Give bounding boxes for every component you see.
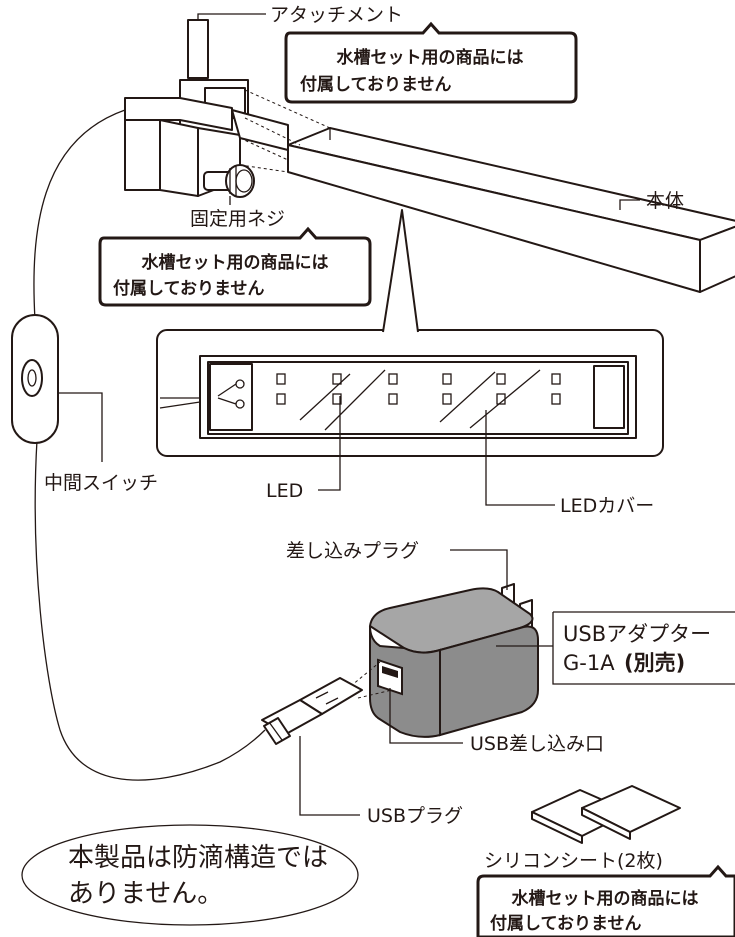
note-3-line1: 水槽セット用の商品には [512, 888, 699, 909]
note-bubble-2 [98, 226, 372, 307]
label-usb-port: USB差し込み口 [470, 733, 604, 755]
leader-lines [58, 13, 640, 816]
adapter-front-face [369, 625, 441, 738]
note-box-silicone: 水槽セット用の商品には 付属しておりません [476, 864, 735, 937]
attachment-top-tab [187, 19, 209, 79]
led-connector [209, 363, 253, 431]
switch-button [21, 359, 43, 397]
note-box-attachment: 水槽セット用の商品には 付属しておりません [284, 21, 578, 104]
led-detail-callout [156, 209, 664, 457]
silicone-sheet-2-edge [581, 807, 631, 840]
label-adapter-model: G-1A [563, 651, 615, 675]
label-plug-prongs: 差し込みプラグ [286, 540, 419, 562]
label-fixing-screw: 固定用ネジ [190, 208, 285, 230]
note-2-line1: 水槽セット用の商品には [142, 252, 329, 273]
note-bubble-1 [284, 21, 578, 104]
note-box-screw: 水槽セット用の商品には 付属しておりません [98, 226, 372, 307]
note-1-line1: 水槽セット用の商品には [337, 47, 524, 68]
label-usb-plug: USBプラグ [367, 805, 463, 827]
power-cord [33, 109, 266, 781]
label-attachment: アタッチメント [270, 4, 403, 26]
attachment-mid [159, 119, 199, 197]
waterproof-notice: 本製品は防滴構造では ありません。 [21, 824, 359, 926]
usb-adapter [368, 583, 539, 738]
label-middle-switch: 中間スイッチ [44, 472, 158, 494]
label-body: 本体 [646, 190, 684, 212]
notice-oval [21, 824, 359, 926]
screw-knob [225, 164, 255, 198]
usb-plug [261, 661, 393, 745]
note-2-line2: 付属しておりません [113, 278, 264, 299]
led-end-block [593, 365, 625, 429]
middle-switch [11, 314, 59, 444]
lamp-body [287, 127, 735, 293]
led-board-inner [207, 361, 629, 435]
fixing-screw [203, 164, 255, 198]
attachment [124, 19, 331, 197]
silicone-sheets [531, 785, 681, 844]
attachment-left-leg [124, 119, 161, 191]
note-3-line2: 付属しておりません [490, 913, 641, 934]
label-usb-adapter: USBアダプター [563, 622, 711, 646]
adapter-side-face [439, 625, 539, 737]
adapter-label-bracket [552, 612, 735, 685]
attachment-slot [231, 109, 289, 151]
label-silicone-sheet: シリコンシート(2枚) [484, 850, 663, 872]
label-led-cover: LEDカバー [560, 495, 654, 517]
silicone-sheet-1-edge [531, 811, 583, 844]
notice-line2: ありません。 [68, 879, 223, 909]
label-sold-separately: (別売) [624, 651, 685, 675]
notice-line1: 本製品は防滴構造では [68, 843, 328, 873]
lamp-body-end [699, 225, 735, 293]
part-labels: アタッチメント 本体 固定用ネジ 中間スイッチ LED LEDカバー 差し込みプ… [44, 4, 711, 872]
note-1-line2: 付属しておりません [300, 74, 451, 95]
note-bubble-3 [476, 864, 735, 937]
label-led: LED [266, 480, 303, 502]
